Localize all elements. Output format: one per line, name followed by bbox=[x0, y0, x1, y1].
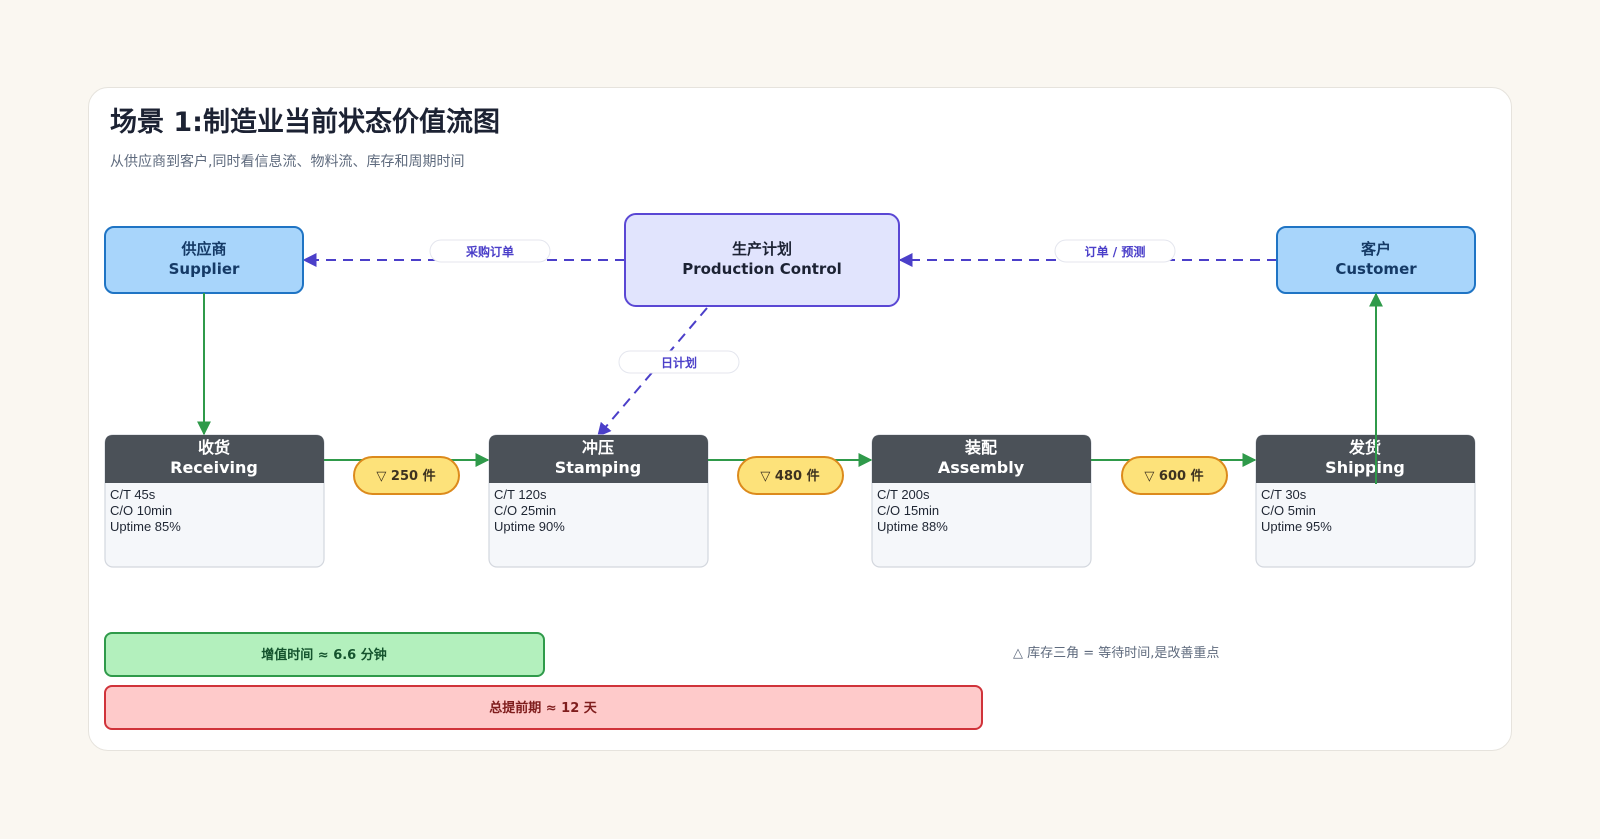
page-subtitle: 从供应商到客户,同时看信息流、物料流、库存和周期时间 bbox=[110, 154, 465, 170]
info-flow-orders-forecast: 订单 / 预测 bbox=[898, 239, 1277, 267]
inventory-label: ▽ 600 件 bbox=[1144, 468, 1203, 484]
inventory-triangle-note: △ 库存三角 = 等待时间,是改善重点 bbox=[1013, 645, 1219, 661]
assembly-changeover: C/O 15min bbox=[877, 503, 939, 518]
process-receiving: 收货 Receiving C/T 45s C/O 10min Uptime 85… bbox=[104, 434, 325, 568]
lead-time-label: 总提前期 ≈ 12 天 bbox=[489, 700, 598, 716]
customer-box: 客户 Customer bbox=[1276, 226, 1476, 294]
receiving-name-en: Receiving bbox=[170, 458, 258, 477]
shipping-name-en: Shipping bbox=[1325, 458, 1405, 477]
process-assembly: 装配 Assembly C/T 200s C/O 15min Uptime 88… bbox=[871, 434, 1092, 568]
value-added-time-bar: 增值时间 ≈ 6.6 分钟 bbox=[104, 632, 545, 677]
process-stamping: 冲压 Stamping C/T 120s C/O 25min Uptime 90… bbox=[488, 434, 709, 568]
info-flow-daily-schedule: 日计划 bbox=[597, 307, 740, 438]
customer-label-en: Customer bbox=[1335, 260, 1417, 278]
stamping-uptime: Uptime 90% bbox=[494, 519, 565, 534]
inventory-assembly-shipping: ▽ 600 件 bbox=[1121, 456, 1228, 495]
purchase-order-label: 采购订单 bbox=[465, 244, 514, 259]
receiving-uptime: Uptime 85% bbox=[110, 519, 181, 534]
stamping-cycle-time: C/T 120s bbox=[494, 487, 547, 502]
inventory-label: ▽ 250 件 bbox=[376, 468, 435, 484]
process-shipping: 发货 Shipping C/T 30s C/O 5min Uptime 95% bbox=[1255, 434, 1476, 568]
supplier-label-en: Supplier bbox=[169, 260, 240, 278]
shipping-uptime: Uptime 95% bbox=[1261, 519, 1332, 534]
customer-label-cn: 客户 bbox=[1360, 240, 1391, 258]
orders-forecast-label: 订单 / 预测 bbox=[1085, 244, 1146, 259]
stamping-name-cn: 冲压 bbox=[582, 438, 614, 457]
assembly-name-cn: 装配 bbox=[964, 438, 997, 457]
receiving-name-cn: 收货 bbox=[198, 438, 230, 457]
production-control-label-cn: 生产计划 bbox=[732, 240, 792, 258]
receiving-cycle-time: C/T 45s bbox=[110, 487, 156, 502]
assembly-name-en: Assembly bbox=[938, 458, 1025, 477]
assembly-uptime: Uptime 88% bbox=[877, 519, 948, 534]
daily-schedule-label: 日计划 bbox=[661, 355, 697, 370]
assembly-cycle-time: C/T 200s bbox=[877, 487, 930, 502]
receiving-changeover: C/O 10min bbox=[110, 503, 172, 518]
supplier-label-cn: 供应商 bbox=[180, 240, 226, 258]
value-added-time-label: 增值时间 ≈ 6.6 分钟 bbox=[261, 647, 387, 663]
info-flow-purchase-order: 采购订单 bbox=[302, 239, 625, 267]
stamping-name-en: Stamping bbox=[555, 458, 641, 477]
supplier-box: 供应商 Supplier bbox=[104, 226, 304, 294]
stamping-changeover: C/O 25min bbox=[494, 503, 556, 518]
production-control-label-en: Production Control bbox=[682, 260, 842, 278]
shipping-changeover: C/O 5min bbox=[1261, 503, 1316, 518]
page-title: 场景 1:制造业当前状态价值流图 bbox=[110, 107, 500, 138]
lead-time-bar: 总提前期 ≈ 12 天 bbox=[104, 685, 983, 730]
inventory-label: ▽ 480 件 bbox=[760, 468, 819, 484]
inventory-stamping-assembly: ▽ 480 件 bbox=[737, 456, 844, 495]
production-control-box: 生产计划 Production Control bbox=[624, 213, 900, 307]
shipping-name-cn: 发货 bbox=[1348, 438, 1381, 457]
shipping-cycle-time: C/T 30s bbox=[1261, 487, 1307, 502]
inventory-receiving-stamping: ▽ 250 件 bbox=[353, 456, 460, 495]
